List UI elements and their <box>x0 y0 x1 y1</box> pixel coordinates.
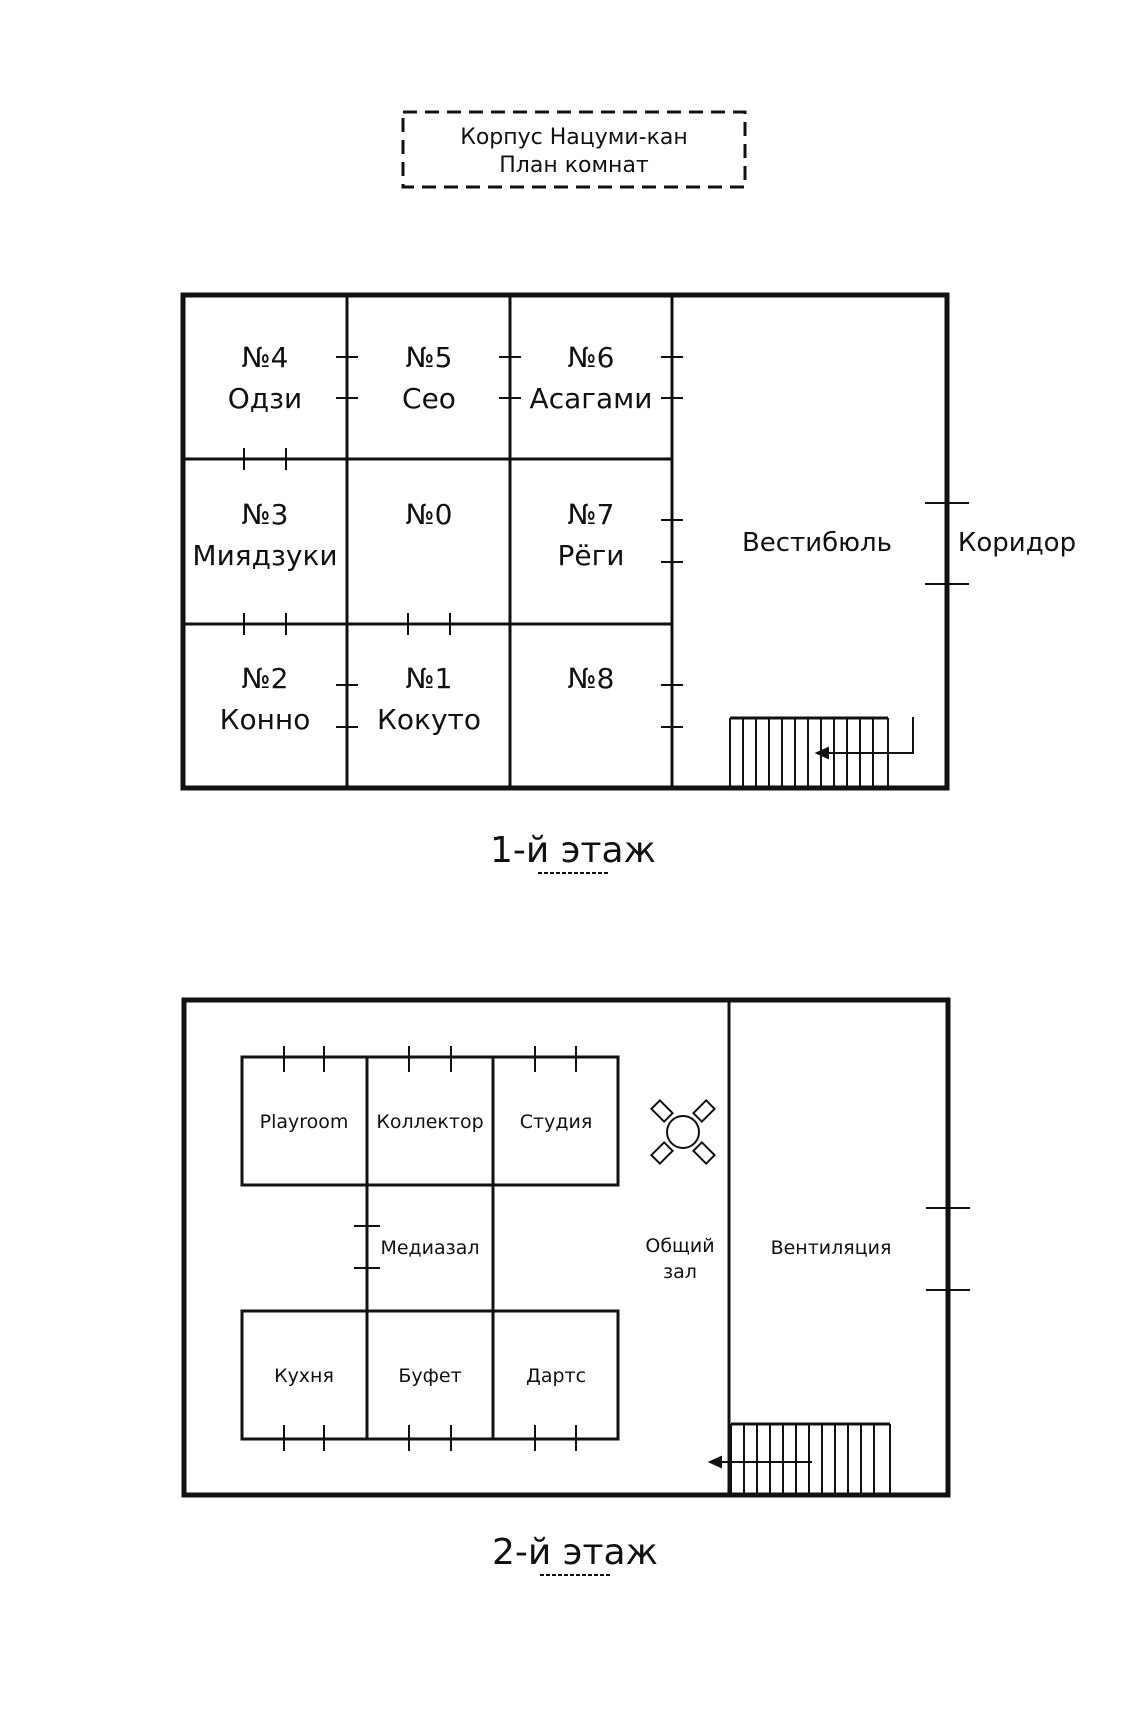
floor-1-outer-wall <box>180 292 950 791</box>
studio-label: Студия <box>520 1111 593 1133</box>
room-6-number: №6 <box>568 341 615 374</box>
floor-2-stair-arrow <box>707 1455 812 1469</box>
room-8-number: №8 <box>568 662 615 695</box>
table-icon <box>649 1098 717 1166</box>
darts-label: Дартс <box>526 1365 586 1387</box>
floor-1-plan <box>180 292 969 791</box>
buffet-label: Буфет <box>398 1365 461 1387</box>
room-5-name: Сео <box>402 382 456 415</box>
collector-label: Коллектор <box>376 1111 483 1133</box>
floor-2-outer-wall <box>181 997 951 1498</box>
floor-2-title: 2-й этаж <box>492 1532 658 1573</box>
floor-1-staircase <box>729 716 889 788</box>
lobby-label: Вестибюль <box>742 528 892 558</box>
floor-1-doors <box>243 356 969 728</box>
mediahall-label: Медиазал <box>380 1237 479 1259</box>
room-1-number: №1 <box>406 662 453 695</box>
common-hall-label-2: зал <box>663 1261 697 1283</box>
room-2-number: №2 <box>242 662 289 695</box>
header-subtitle: План комнат <box>499 153 649 178</box>
header-box: Корпус Нацуми-кан План комнат <box>401 110 747 189</box>
floor-2-plan <box>181 997 970 1498</box>
room-5-number: №5 <box>406 341 453 374</box>
floor-2-bottom-block <box>240 1309 620 1441</box>
room-3-number: №3 <box>242 498 289 531</box>
common-hall-label-1: Общий <box>645 1235 714 1257</box>
room-3-name: Миядзуки <box>192 539 337 572</box>
room-0-number: №0 <box>406 498 453 531</box>
floor-1-labels: №4 Одзи №5 Сео №6 Асагами №3 Миядзуки №0… <box>192 341 1076 874</box>
header-title: Корпус Нацуми-кан <box>460 125 688 150</box>
floor-1-stair-arrow <box>814 717 914 760</box>
room-4-number: №4 <box>242 341 289 374</box>
kitchen-label: Кухня <box>274 1365 334 1387</box>
floor-2-doors <box>283 1046 970 1451</box>
floor-1-title: 1-й этаж <box>490 830 656 871</box>
corridor-label: Коридор <box>958 528 1076 558</box>
room-7-name: Рёги <box>557 539 624 572</box>
floor-2-labels: Playroom Коллектор Студия Медиазал Кухня… <box>260 1111 892 1576</box>
room-2-name: Конно <box>220 703 311 736</box>
room-1-name: Кокуто <box>377 703 481 736</box>
playroom-label: Playroom <box>260 1111 349 1133</box>
floor-2-staircase <box>730 1422 891 1495</box>
floor-2-top-block <box>240 1055 620 1187</box>
room-6-name: Асагами <box>530 382 653 415</box>
room-7-number: №7 <box>568 498 615 531</box>
room-4-name: Одзи <box>228 382 302 415</box>
ventilation-label: Вентиляция <box>771 1237 892 1259</box>
